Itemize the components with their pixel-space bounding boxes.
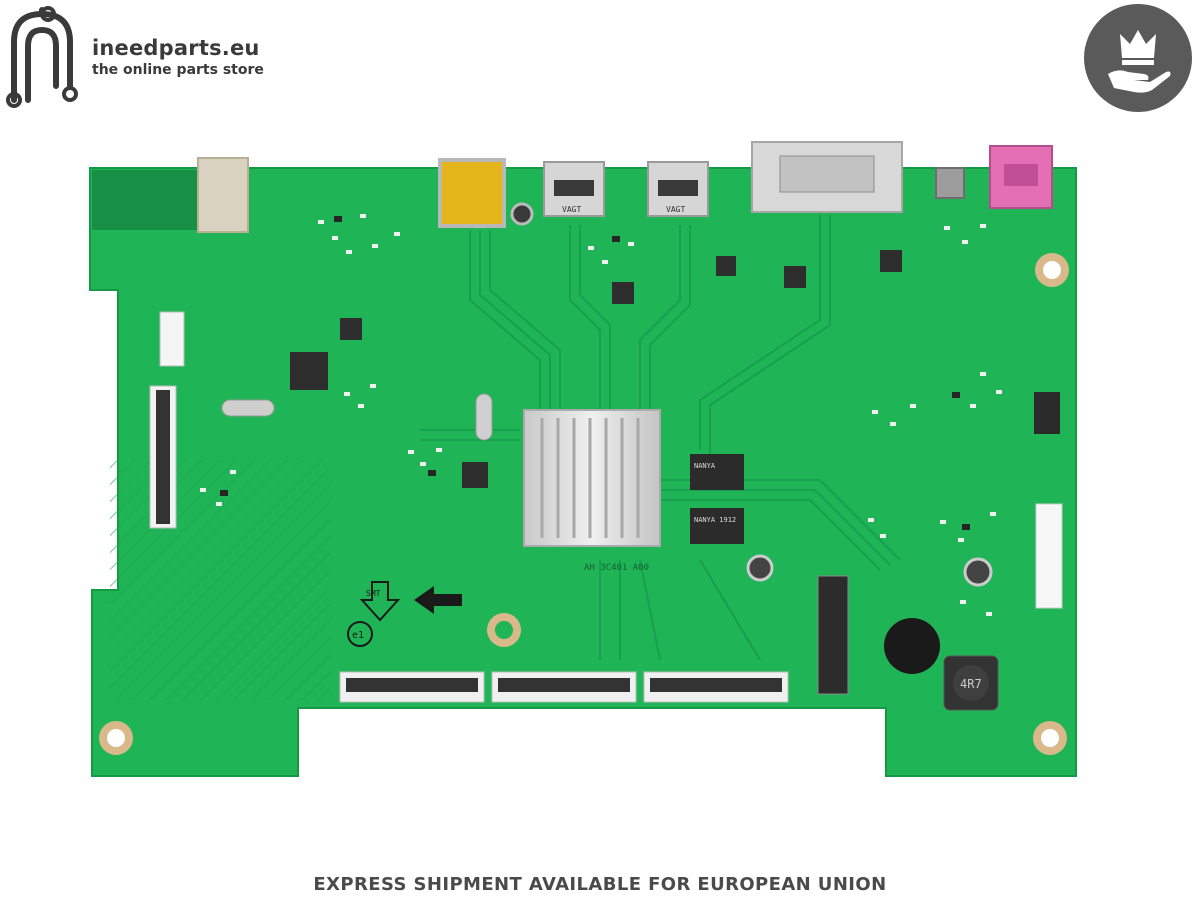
hdmi-right-label: VAGT <box>666 205 685 214</box>
capacitor <box>746 554 774 582</box>
capacitor <box>963 557 993 587</box>
hdmi-left-label: VAGT <box>562 205 581 214</box>
crown-hand-icon <box>1108 30 1171 93</box>
ic-chip <box>290 352 328 390</box>
ram-chip-top-label: NANYA <box>694 462 716 470</box>
ram-chip-bottom <box>690 508 744 544</box>
crystal-oscillator <box>221 399 275 417</box>
smt-label: SMT <box>366 589 381 598</box>
crystal-oscillator <box>475 393 493 441</box>
ethernet-port <box>197 157 249 233</box>
board-code-label: AH 3C401 A00 <box>584 563 649 573</box>
shipping-banner: EXPRESS SHIPMENT AVAILABLE FOR EUROPEAN … <box>313 874 887 895</box>
bottom-connectors <box>339 671 789 703</box>
ram-chip-top <box>690 454 744 490</box>
white-connector-right <box>1035 503 1063 609</box>
mounting-holes <box>99 253 1069 755</box>
arrow-mark <box>414 586 462 614</box>
copper-pour <box>92 170 202 230</box>
ic-chip <box>716 256 736 276</box>
heatsink <box>523 409 661 547</box>
mini-usb-port <box>935 167 965 199</box>
brand-tagline: the online parts store <box>92 62 264 78</box>
ram-chip-bottom-label: NANYA 1912 <box>694 516 736 524</box>
white-connector <box>159 311 185 367</box>
capacitor <box>510 202 534 226</box>
smd-components <box>200 214 1002 616</box>
brand-logo[interactable]: ineedparts.eu the online parts store <box>2 2 272 110</box>
ic-chip <box>880 250 902 272</box>
e1-circle <box>347 621 373 647</box>
buzzer <box>884 618 940 674</box>
dip-switch <box>1034 392 1060 434</box>
brand-name: ineedparts.eu <box>92 36 260 60</box>
pcb-traces <box>420 215 901 661</box>
vertical-connector <box>817 575 849 695</box>
ic-chip <box>612 282 634 304</box>
inductor-label: 4R7 <box>960 677 982 691</box>
ic-chip <box>784 266 806 288</box>
ic-chip <box>340 318 362 340</box>
quality-badge <box>1084 4 1192 112</box>
ic-chip <box>462 462 488 488</box>
circuit-n-logo-icon <box>6 6 78 108</box>
e1-label: e1 <box>352 630 364 641</box>
smt-arrow-outline <box>359 581 401 622</box>
usb-port <box>438 158 506 228</box>
